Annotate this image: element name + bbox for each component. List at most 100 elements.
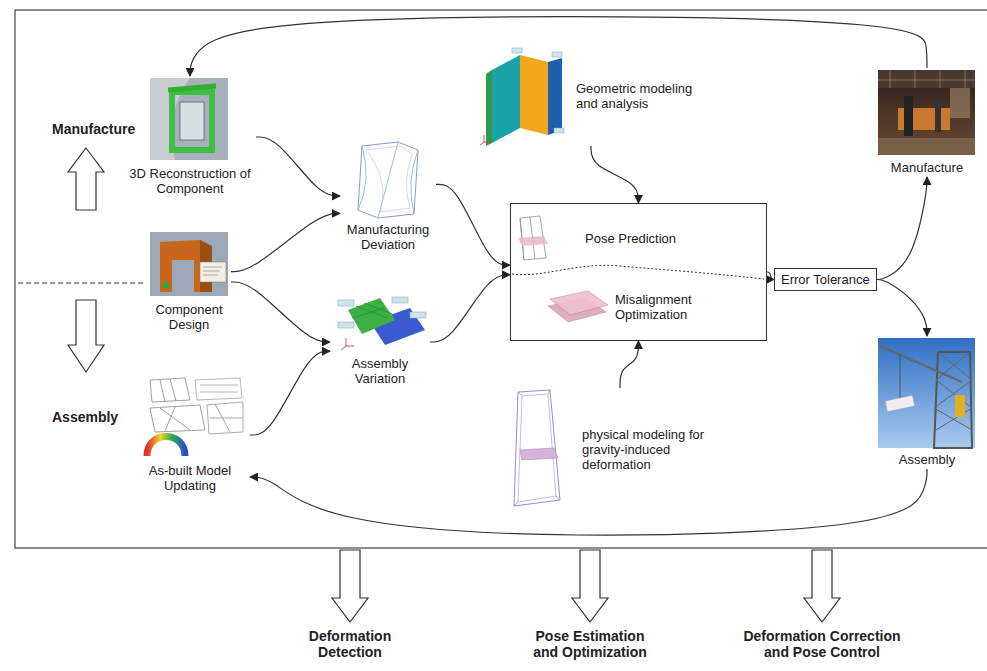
deviation-image xyxy=(358,142,418,218)
geometric-model-image xyxy=(512,48,522,53)
reconstruction-image xyxy=(180,102,204,140)
image-node: Manufacture xyxy=(876,68,978,177)
assembly-photo xyxy=(900,354,901,398)
image-node: As-built Model Updating xyxy=(130,375,250,495)
connector-arrow xyxy=(250,469,927,535)
up-arrow xyxy=(68,148,104,210)
pose-image xyxy=(518,236,548,246)
output-arrow xyxy=(332,550,368,622)
design-image xyxy=(200,262,226,282)
manufacture-photo xyxy=(935,98,941,132)
output-arrow xyxy=(332,550,840,622)
node-text: Geometric modeling and analysis xyxy=(576,81,706,111)
design-image xyxy=(163,282,169,288)
node-text: physical modeling for gravity-induced de… xyxy=(582,427,710,472)
image-node: Misalignment Optimization xyxy=(541,284,761,329)
as-built-image xyxy=(150,405,205,432)
gravity-model-image xyxy=(514,390,560,506)
variation-image xyxy=(352,303,392,318)
variation-image xyxy=(348,298,395,334)
image-node: Manufacturing Deviation xyxy=(340,138,436,254)
output-arrow xyxy=(804,550,840,622)
assembly-photo xyxy=(885,395,915,412)
as-built-image xyxy=(195,378,242,400)
as-built-image xyxy=(147,378,243,456)
node-text: Error Tolerance xyxy=(781,272,870,287)
assembly-photo xyxy=(878,338,975,448)
manufacture-photo xyxy=(878,70,975,155)
section-label: Assembly xyxy=(52,409,152,425)
connector-arrow xyxy=(620,341,639,388)
connector-arrow xyxy=(877,177,927,280)
image-node: 3D Reconstruction of Component xyxy=(124,76,256,198)
assembly-photo xyxy=(878,338,975,448)
node-text: Assembly Variation xyxy=(330,356,430,386)
reconstruction-image xyxy=(150,78,228,160)
connector-arrow xyxy=(190,17,927,76)
as-built-image xyxy=(150,378,190,402)
design-image xyxy=(150,232,228,296)
up-arrow xyxy=(68,148,104,210)
outcome-label: Deformation Detection xyxy=(295,628,405,660)
down-arrow xyxy=(68,300,104,372)
variation-image xyxy=(338,300,354,306)
node-text: 3D Reconstruction of Component xyxy=(124,166,256,196)
design-image xyxy=(172,260,194,292)
geometric-model-image xyxy=(520,55,548,135)
node-text: As-built Model Updating xyxy=(130,463,250,493)
as-built-image xyxy=(147,437,185,457)
gravity-model-image xyxy=(514,390,560,506)
gravity-model-image xyxy=(520,448,558,460)
geometric-model-image xyxy=(480,135,491,145)
variation-image xyxy=(392,297,408,303)
manufacture-photo xyxy=(878,138,975,155)
node-text: Manufacture xyxy=(876,160,978,175)
gravity-model-image xyxy=(514,390,560,506)
geometric-model-image xyxy=(548,58,562,135)
node-text: Misalignment Optimization xyxy=(615,292,761,322)
connector-arrow xyxy=(231,282,330,342)
output-arrow xyxy=(572,550,608,622)
connector-arrow xyxy=(767,272,774,280)
reconstruction-image xyxy=(168,86,216,90)
variation-image xyxy=(341,338,354,350)
geometric-model-image xyxy=(552,52,562,57)
geometric-model-image xyxy=(480,48,564,146)
image-node: Assembly Variation xyxy=(330,296,430,388)
variation-image xyxy=(338,322,354,328)
misalignment-image xyxy=(550,291,608,315)
geometric-model-image xyxy=(554,128,564,133)
pose-image xyxy=(518,216,548,260)
connector-arrow xyxy=(231,213,340,271)
down-arrow xyxy=(68,300,104,372)
connector-arrow xyxy=(436,184,510,265)
image-node: Component Design xyxy=(147,230,231,334)
geometric-model-image xyxy=(486,70,492,146)
reconstruction-image xyxy=(172,92,212,150)
manufacture-photo xyxy=(878,70,975,88)
group-box: Pose PredictionMisalignment Optimization xyxy=(510,203,767,341)
outer-frame xyxy=(15,10,987,548)
connector-arrow xyxy=(591,146,639,203)
connector-arrow xyxy=(250,351,330,435)
deviation-image xyxy=(358,142,418,218)
node-text: Manufacturing Deviation xyxy=(340,222,436,252)
manufacture-photo xyxy=(878,70,975,155)
misalignment-image xyxy=(548,291,608,322)
deviation-image xyxy=(366,146,412,212)
as-built-image xyxy=(207,402,243,434)
outcome-label: Pose Estimation and Optimization xyxy=(525,628,655,660)
variation-image xyxy=(410,312,426,318)
divider-line xyxy=(18,282,145,283)
image-node: physical modeling for gravity-induced de… xyxy=(510,388,710,510)
design-image xyxy=(150,232,228,296)
image-node: Geometric modeling and analysis xyxy=(476,46,706,146)
manufacture-photo xyxy=(904,96,913,136)
image-node: Pose Prediction xyxy=(515,214,695,262)
node-text: Pose Prediction xyxy=(585,231,676,246)
node-text: Assembly xyxy=(876,452,978,467)
